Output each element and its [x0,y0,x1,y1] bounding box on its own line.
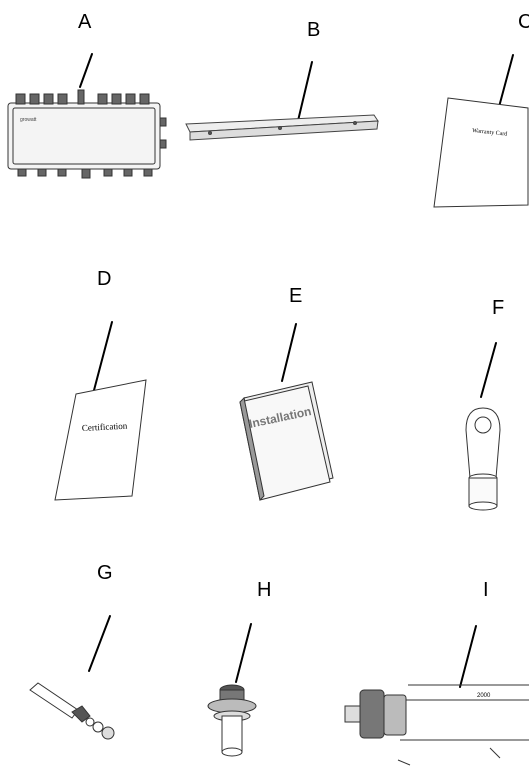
certification-doc-icon [55,380,146,500]
cable-length-dimension: 2000 [477,693,491,699]
leader-line-i [460,626,476,687]
junction-box-icon [8,90,166,178]
leader-line-f [481,343,496,397]
leader-line-g [89,616,110,671]
cable-connector-icon [345,685,529,765]
ring-terminal-icon [466,408,500,510]
leader-line-e [282,324,296,381]
cable-gland-icon [208,685,256,756]
warranty-card-icon [434,98,528,207]
brand-text: growatt [20,117,37,123]
leader-line-a [80,54,92,87]
leader-line-b [297,62,312,125]
leader-line-h [236,624,251,682]
leader-line-d [93,322,112,394]
expansion-bolt-icon [30,683,114,739]
installation-manual-icon [240,382,333,500]
mounting-rail-icon [186,115,378,140]
